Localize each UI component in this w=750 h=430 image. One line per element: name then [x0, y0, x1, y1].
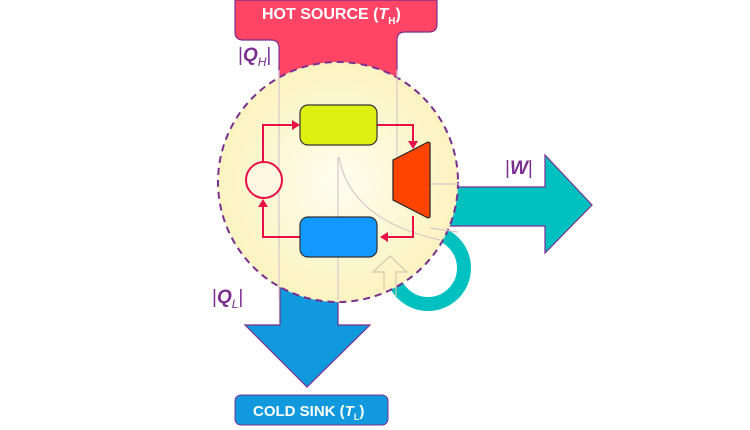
cold-sink-text: COLD SINK ( [253, 403, 345, 420]
condenser-box [299, 216, 378, 258]
boiler-box [299, 104, 378, 146]
cold-sink-close: ) [359, 403, 364, 420]
work-bar-left: | [505, 158, 510, 179]
heat-in-label: |QH| [238, 45, 271, 69]
hot-source-close: ) [395, 6, 400, 23]
cold-sink-box [234, 394, 389, 426]
cold-sink-symbol: T [345, 403, 356, 420]
faint-return-arrow [371, 255, 409, 296]
heat-out-symbol: Q [217, 287, 232, 308]
turbine-icon [392, 141, 431, 219]
heat-in-subscript: H [258, 55, 267, 69]
cold-sink-label: COLD SINK (TL) [253, 403, 364, 422]
hot-source-symbol: T [378, 6, 389, 23]
cycle-loop [262, 124, 414, 238]
hot-source-label: HOT SOURCE (TH) [262, 6, 401, 27]
heat-out-bar-right: | [238, 287, 243, 308]
hot-source-subscript: H [388, 16, 395, 27]
heat-in-symbol: Q [243, 45, 258, 66]
cold-sink-subscript: L [354, 412, 360, 422]
work-label: |W| [505, 158, 533, 179]
work-bar-right: | [528, 158, 533, 179]
heat-out-subscript: L [232, 297, 239, 311]
cycle-arrowheads [258, 120, 418, 242]
hot-source-text: HOT SOURCE ( [262, 6, 379, 23]
heat-out-label: |QL| [212, 287, 243, 311]
pump-icon [245, 161, 283, 199]
heat-in-bar-right: | [266, 45, 271, 66]
work-symbol: W [510, 158, 530, 179]
heat-in-bar-left: | [238, 45, 243, 66]
heat-out-bar-left: | [212, 287, 217, 308]
